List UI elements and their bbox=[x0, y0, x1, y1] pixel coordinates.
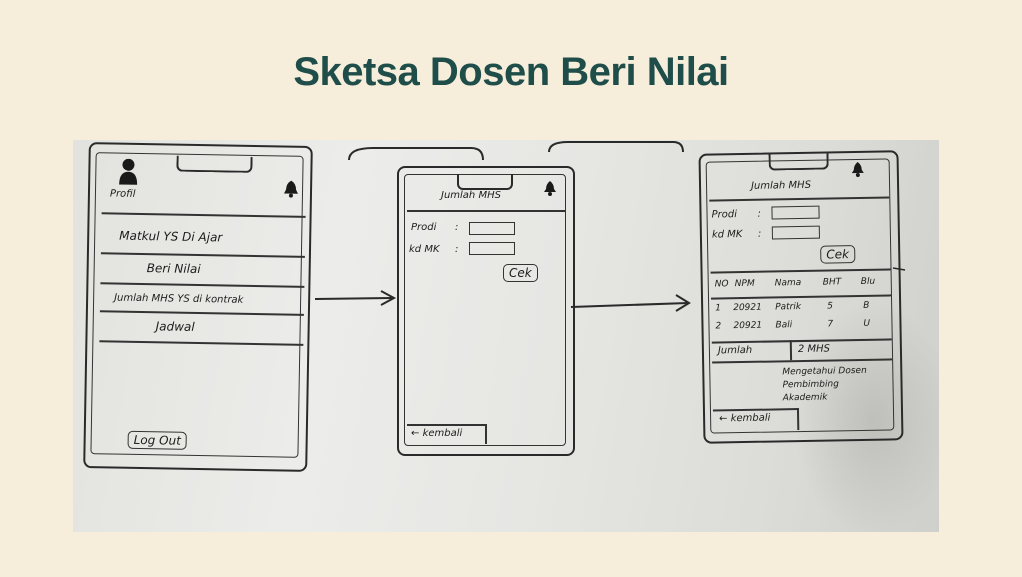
screen-menu: Profil Matkul YS Di Ajar Beri Nilai Juml… bbox=[83, 142, 313, 472]
bell-icon[interactable] bbox=[543, 180, 557, 200]
avatar-icon[interactable] bbox=[118, 158, 139, 189]
table-header: NPM bbox=[734, 278, 755, 290]
bell-icon[interactable] bbox=[851, 161, 865, 181]
divider bbox=[407, 424, 487, 426]
logout-button[interactable]: Log Out bbox=[127, 430, 188, 450]
back-button[interactable]: ← kembali bbox=[411, 428, 462, 439]
total-label: Jumlah bbox=[717, 344, 753, 357]
table-cell: 5 bbox=[827, 301, 833, 312]
screen-results: Jumlah MHS Prodi : kd MK : Cek NO NPM Na… bbox=[698, 150, 904, 444]
kdmk-label: kd MK bbox=[409, 244, 440, 255]
menu-item-jumlah-mhs[interactable]: Jumlah MHS YS di kontrak bbox=[114, 292, 244, 306]
arrow-1-to-2 bbox=[314, 290, 397, 306]
prodi-label: Prodi bbox=[411, 222, 437, 233]
approval-note: Mengetahui Dosen Pembimbing Akademik bbox=[782, 365, 867, 404]
prodi-label: Prodi bbox=[711, 209, 738, 221]
table-cell: 2 bbox=[715, 321, 722, 332]
divider bbox=[485, 424, 487, 444]
screen-form: Jumlah MHS Prodi : kd MK : Cek ← kembali bbox=[397, 166, 575, 456]
bell-icon[interactable] bbox=[283, 179, 299, 201]
colon: : bbox=[757, 228, 762, 240]
colon: : bbox=[455, 222, 459, 233]
table-header-row: NO NPM Nama BHT Blu bbox=[715, 277, 887, 294]
kdmk-label: kd MK bbox=[711, 229, 743, 241]
stray-mark bbox=[892, 267, 906, 271]
table-header: BHT bbox=[822, 277, 842, 288]
table-header: NO bbox=[714, 279, 729, 290]
total-value: 2 MHS bbox=[797, 343, 831, 356]
table-row: 2 20921 Bali 7 U bbox=[715, 318, 887, 335]
back-label: kembali bbox=[730, 412, 771, 425]
divider bbox=[789, 340, 792, 361]
kdmk-input[interactable] bbox=[469, 242, 515, 255]
back-button[interactable]: ← kembali bbox=[719, 413, 770, 425]
background-sketch-top-2 bbox=[548, 141, 684, 153]
colon: : bbox=[757, 208, 762, 220]
table-header: Blu bbox=[860, 276, 876, 287]
menu-item-matkul[interactable]: Matkul YS Di Ajar bbox=[119, 228, 223, 245]
arrow-2-to-3 bbox=[570, 294, 691, 312]
menu-item-jadwal[interactable]: Jadwal bbox=[155, 319, 195, 334]
flow-arrows bbox=[314, 141, 906, 312]
screen-notch bbox=[176, 155, 253, 173]
table-header: Nama bbox=[774, 277, 802, 289]
back-label: kembali bbox=[422, 428, 463, 439]
slide-title: Sketsa Dosen Beri Nilai bbox=[293, 50, 729, 94]
table-cell: 1 bbox=[715, 303, 722, 314]
table-cell: Bali bbox=[775, 320, 793, 331]
table-cell: Patrik bbox=[775, 302, 802, 313]
prodi-input[interactable] bbox=[771, 205, 820, 220]
sketch-photo: Profil Matkul YS Di Ajar Beri Nilai Juml… bbox=[73, 140, 939, 532]
background-sketch-top-1 bbox=[348, 147, 484, 161]
table-cell: B bbox=[863, 300, 870, 311]
divider bbox=[407, 210, 565, 212]
table-cell: 20921 bbox=[733, 302, 762, 314]
cek-button[interactable]: Cek bbox=[820, 245, 856, 264]
kdmk-input[interactable] bbox=[771, 225, 820, 240]
screen-title: Jumlah MHS bbox=[750, 179, 812, 192]
cek-button[interactable]: Cek bbox=[503, 264, 538, 282]
menu-item-beri-nilai[interactable]: Beri Nilai bbox=[146, 261, 201, 277]
colon: : bbox=[455, 244, 459, 255]
screen-form-frame bbox=[404, 174, 566, 446]
back-arrow-icon: ← bbox=[719, 413, 728, 425]
table-cell: U bbox=[863, 318, 871, 329]
table-cell: 7 bbox=[827, 319, 834, 330]
prodi-input[interactable] bbox=[469, 222, 515, 235]
table-cell: 20921 bbox=[733, 320, 763, 332]
table-row: 1 20921 Patrik 5 B bbox=[715, 300, 887, 317]
back-arrow-icon: ← bbox=[411, 428, 420, 439]
profile-label[interactable]: Profil bbox=[109, 188, 136, 200]
screen-notch bbox=[457, 174, 513, 190]
screen-title: Jumlah MHS bbox=[441, 190, 501, 201]
screen-notch bbox=[768, 153, 829, 171]
